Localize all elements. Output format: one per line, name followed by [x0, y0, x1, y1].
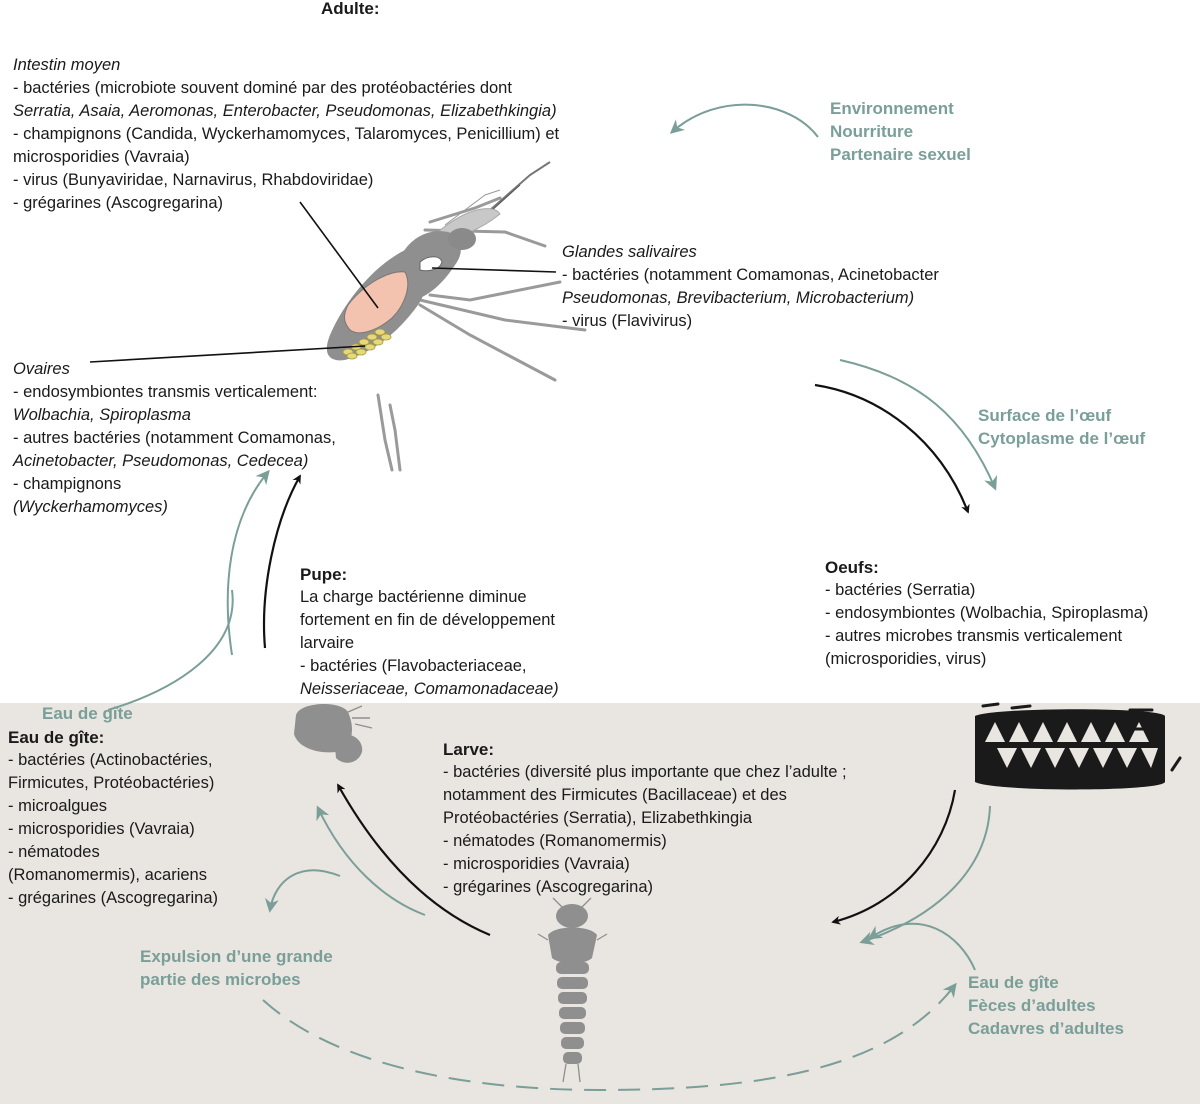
larva-line-6: - grégarines (Ascogregarina) [443, 878, 654, 896]
eggs-line-1: - bactéries (Serratia) [825, 581, 976, 599]
ovaries-line-2: Wolbachia, Spiroplasma [13, 406, 191, 424]
adult-sources-label: Environnement Nourriture Partenaire sexu… [830, 97, 971, 166]
larva-illustration [537, 897, 608, 1083]
breeding-water-description: Eau de gîte: - bactéries (Actinobactérie… [8, 726, 218, 910]
larva-line-3: Protéobactéries (Serratia), Elizabethkin… [443, 809, 753, 827]
midgut-line-2: Serratia, Asaia, Aeromonas, Enterobacter… [13, 102, 557, 120]
ovaries-line-1: - endosymbiontes transmis verticalement: [13, 383, 318, 401]
larva-line-2: notamment des Firmicutes (Bacillaceae) e… [443, 786, 787, 804]
salivary-heading: Glandes salivaires [562, 243, 697, 261]
surface-line-1: Surface de l’œuf [978, 406, 1112, 425]
eggs-line-2: - endosymbiontes (Wolbachia, Spiroplasma… [825, 604, 1149, 622]
salivary-glands-description: Glandes salivaires - bactéries (notammen… [562, 241, 939, 333]
sources-line-2: Fèces d’adultes [968, 996, 1096, 1015]
larva-line-1: - bactéries (diversité plus importante q… [443, 763, 847, 781]
larva-title: Larve: [443, 740, 495, 759]
water-line-7: - grégarines (Ascogregarina) [8, 889, 219, 907]
midgut-line-4: microsporidies (Vavraia) [13, 148, 190, 166]
eggs-line-3: - autres microbes transmis verticalement [825, 627, 1123, 645]
env-line-1: Environnement [830, 99, 954, 118]
water-line-6: (Romanomermis), acariens [8, 866, 207, 884]
breeding-water-arrow-label: Eau de gîte [42, 704, 133, 723]
pupa-line-3: larvaire [300, 634, 355, 652]
water-line-3: - microalgues [8, 797, 108, 815]
adult-title: Adulte: [321, 0, 380, 18]
larval-sources-label: Eau de gîte Fèces d’adultes Cadavres d’a… [968, 971, 1124, 1040]
pupa-description: Pupe: La charge bactérienne diminue fort… [300, 563, 559, 701]
env-line-3: Partenaire sexuel [830, 145, 971, 164]
water-line-1: - bactéries (Actinobactéries, [8, 751, 213, 769]
water-line-5: - nématodes [8, 843, 100, 861]
ovaries-line-4: Acinetobacter, Pseudomonas, Cedecea) [13, 452, 309, 470]
adult-mosquito-illustration [326, 161, 587, 472]
breeding-water-title: Eau de gîte: [8, 728, 105, 747]
pupa-illustration [294, 704, 373, 763]
salivary-line-1: - bactéries (notamment Comamonas, Acinet… [562, 266, 939, 284]
ovaries-description: Ovaires - endosymbiontes transmis vertic… [13, 358, 336, 519]
surface-line-2: Cytoplasme de l’œuf [978, 429, 1146, 448]
water-line-4: - microsporidies (Vavraia) [8, 820, 195, 838]
salivary-line-3: - virus (Flavivirus) [562, 312, 693, 330]
eggs-line-4: (microsporidies, virus) [825, 650, 987, 668]
egg-transmission-label: Surface de l’œuf Cytoplasme de l’œuf [978, 404, 1145, 450]
pupa-line-5: Neisseriaceae, Comamonadaceae) [300, 680, 559, 698]
salivary-line-2: Pseudomonas, Brevibacterium, Microbacter… [562, 289, 915, 307]
eggs-description: Oeufs: - bactéries (Serratia) - endosymb… [825, 556, 1148, 671]
midgut-line-5: - virus (Bunyaviridae, Narnavirus, Rhabd… [13, 171, 374, 189]
expulsion-line-2: partie des microbes [140, 970, 301, 989]
sources-line-1: Eau de gîte [968, 973, 1059, 992]
pupa-line-1: La charge bactérienne diminue [300, 588, 527, 606]
ovaries-line-6: (Wyckerhamomyces) [13, 498, 168, 516]
expulsion-line-1: Expulsion d’une grande [140, 947, 333, 966]
midgut-heading: Intestin moyen [13, 56, 121, 74]
pupa-line-4: - bactéries (Flavobacteriaceae, [300, 657, 527, 675]
ovaries-line-5: - champignons [13, 475, 122, 493]
pupa-line-2: fortement en fin de développement [300, 611, 556, 629]
midgut-line-1: - bactéries (microbiote souvent dominé p… [13, 79, 512, 97]
midgut-line-6: - grégarines (Ascogregarina) [13, 194, 224, 212]
eggs-illustration [975, 702, 1182, 790]
midgut-line-3: - champignons (Candida, Wyckerhamomyces,… [13, 125, 560, 143]
eggs-title: Oeufs: [825, 558, 879, 577]
water-line-2: Firmicutes, Protéobactéries) [8, 774, 215, 792]
ovaries-heading: Ovaires [13, 360, 70, 378]
larva-line-5: - microsporidies (Vavraia) [443, 855, 630, 873]
ovaries-line-3: - autres bactéries (notamment Comamonas, [13, 429, 336, 447]
microbe-expulsion-label: Expulsion d’une grande partie des microb… [140, 945, 333, 991]
midgut-description: Intestin moyen - bactéries (microbiote s… [13, 54, 559, 215]
pupa-title: Pupe: [300, 565, 348, 584]
larva-description: Larve: - bactéries (diversité plus impor… [443, 738, 847, 899]
env-line-2: Nourriture [830, 122, 914, 141]
larva-line-4: - nématodes (Romanomermis) [443, 832, 667, 850]
adult-section: Adulte: [321, 0, 380, 20]
sources-line-3: Cadavres d’adultes [968, 1019, 1124, 1038]
